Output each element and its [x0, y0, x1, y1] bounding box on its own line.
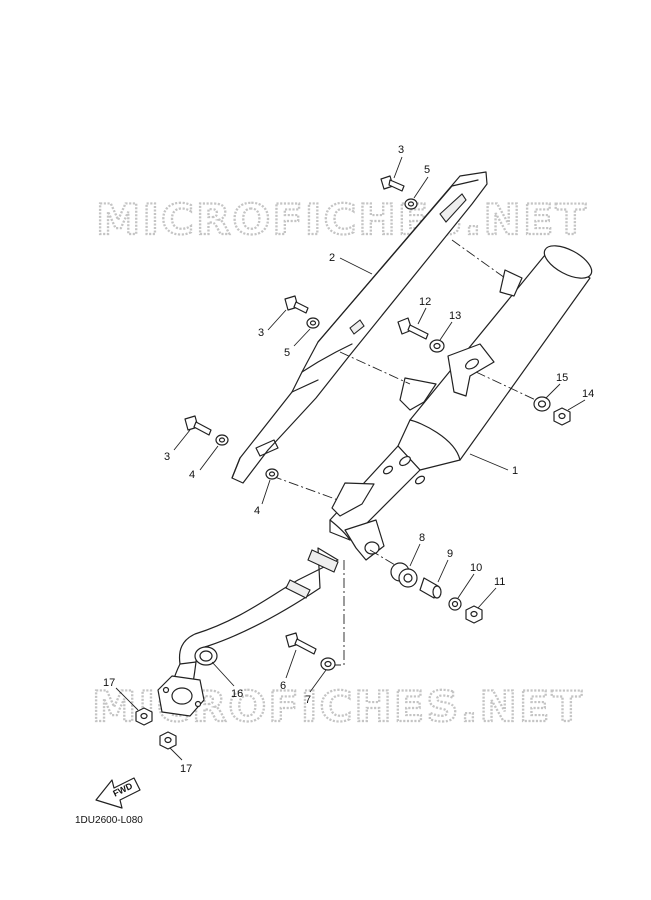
callout-11: 11: [494, 576, 505, 588]
bolt-part-6[interactable]: [285, 632, 317, 655]
callout-2: 2: [329, 252, 335, 264]
bolt-part-3-top[interactable]: [380, 175, 405, 192]
washer-part-13[interactable]: [429, 339, 445, 353]
damper-part-8[interactable]: [390, 562, 418, 588]
callout-12: 12: [419, 296, 431, 308]
fwd-arrow-icon: FWD: [95, 777, 141, 809]
washer-part-4-upper[interactable]: [215, 434, 229, 446]
callout-17-upper: 17: [103, 677, 115, 689]
nut-part-17-lower[interactable]: [159, 731, 177, 750]
washer-part-7[interactable]: [320, 657, 336, 671]
callout-16: 16: [231, 688, 243, 700]
bolt-part-3-middle[interactable]: [284, 295, 309, 314]
callout-3-top: 3: [398, 144, 404, 156]
callout-10: 10: [470, 562, 482, 574]
callout-1: 1: [512, 465, 518, 477]
callout-4-upper: 4: [189, 469, 195, 481]
washer-part-4-lower[interactable]: [265, 468, 279, 480]
washer-part-10[interactable]: [448, 597, 462, 611]
washer-part-15[interactable]: [533, 396, 551, 412]
callout-17-lower: 17: [180, 763, 192, 775]
washer-part-5-middle[interactable]: [306, 317, 320, 329]
bolt-part-3-lower[interactable]: [184, 415, 212, 436]
callout-3-middle: 3: [258, 327, 264, 339]
gasket-part-16[interactable]: [194, 646, 218, 666]
collar-part-9[interactable]: [419, 577, 442, 599]
nut-part-11[interactable]: [465, 605, 483, 624]
washer-part-5-top[interactable]: [404, 198, 418, 210]
muffler-part-1[interactable]: [329, 239, 597, 561]
nut-part-17-upper[interactable]: [135, 707, 153, 726]
diagram-code: 1DU2600-L080: [75, 815, 143, 826]
callout-14: 14: [582, 388, 594, 400]
callout-15: 15: [556, 372, 568, 384]
bolt-part-12[interactable]: [397, 317, 429, 340]
callout-5-middle: 5: [284, 347, 290, 359]
callout-9: 9: [447, 548, 453, 560]
exhaust-pipe[interactable]: [157, 547, 339, 717]
callout-13: 13: [449, 310, 461, 322]
nut-part-14[interactable]: [553, 407, 571, 426]
watermark-top: MICROFICHES.NET: [96, 195, 588, 244]
callout-5-top: 5: [424, 164, 430, 176]
callout-6: 6: [280, 680, 286, 692]
heat-shield-part-2[interactable]: [231, 171, 488, 484]
callout-4-lower: 4: [254, 505, 260, 517]
callout-7: 7: [305, 694, 311, 706]
callout-3-lower: 3: [164, 451, 170, 463]
callout-8: 8: [419, 532, 425, 544]
